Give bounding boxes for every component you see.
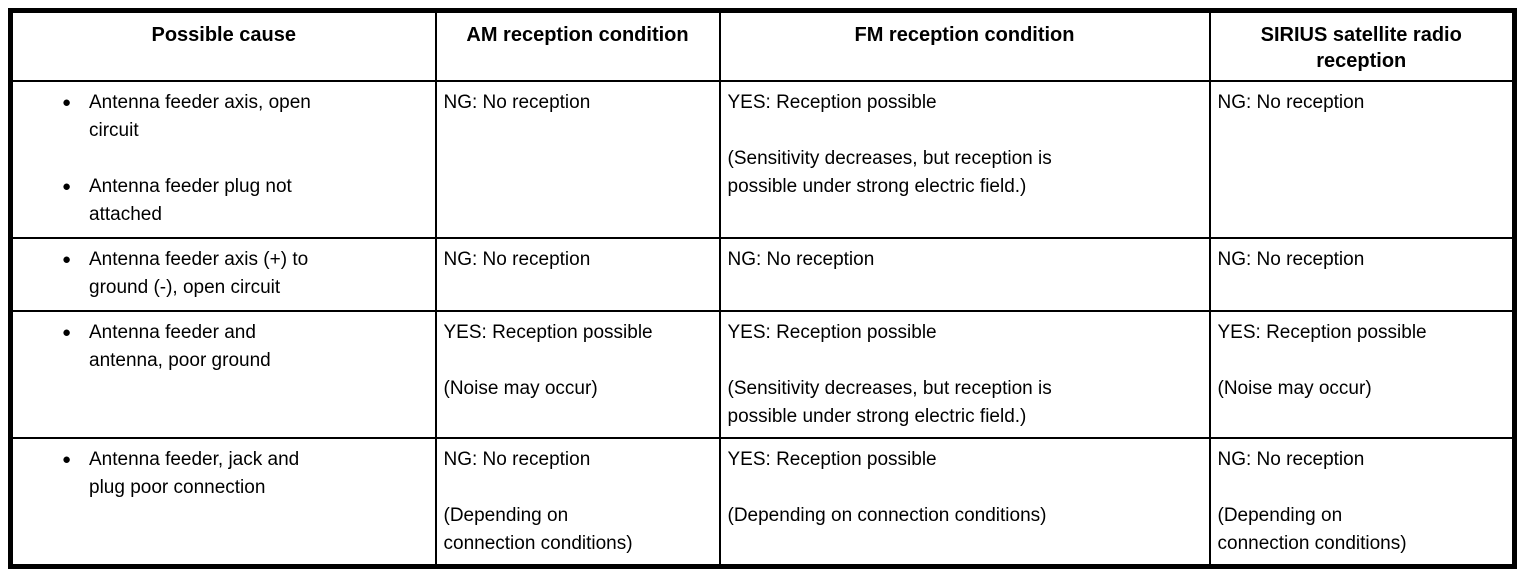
header-am-reception: AM reception condition <box>434 9 721 82</box>
condition-note: (Noise may occur) <box>1217 377 1372 399</box>
condition-note: (Depending on connection conditions) <box>443 504 633 554</box>
condition-text: NG: No reception <box>1217 248 1365 270</box>
radio-reception-troubleshooting-table: Possible cause AM reception condition FM… <box>8 8 1517 569</box>
condition-text: NG: No reception <box>443 91 591 113</box>
condition-text: YES: Reception possible <box>443 321 653 343</box>
cell-cause: ● Antenna feeder axis, open circuit ● An… <box>9 79 437 239</box>
bullet-icon: ● <box>62 323 72 341</box>
cell-am-condition: YES: Reception possible (Noise may occur… <box>434 309 721 439</box>
condition-text: NG: No reception <box>443 248 591 270</box>
condition-text: YES: Reception possible <box>727 321 937 343</box>
bullet-icon: ● <box>62 93 72 111</box>
bullet-icon: ● <box>62 177 72 195</box>
condition-note: (Depending on connection conditions) <box>727 504 1047 526</box>
header-row: Possible cause AM reception condition FM… <box>9 9 1516 82</box>
cause-item: ● Antenna feeder, jack and plug poor con… <box>20 446 429 502</box>
bullet-icon: ● <box>62 250 72 268</box>
condition-note: (Sensitivity decreases, but reception is… <box>727 377 1052 427</box>
cell-cause: ● Antenna feeder, jack and plug poor con… <box>9 436 437 567</box>
bullet-icon: ● <box>62 450 72 468</box>
header-fm-reception: FM reception condition <box>718 9 1211 82</box>
table-row: ● Antenna feeder and antenna, poor groun… <box>9 309 1516 439</box>
cell-fm-condition: YES: Reception possible (Sensitivity dec… <box>718 79 1211 239</box>
cause-text: Antenna feeder axis, open circuit <box>89 91 311 141</box>
cell-sirius-condition: NG: No reception <box>1208 79 1516 239</box>
cause-item: ● Antenna feeder axis, open circuit <box>20 89 429 145</box>
header-sirius-reception: SIRIUS satellite radio reception <box>1208 9 1516 82</box>
condition-text: NG: No reception <box>727 248 875 270</box>
table-row: ● Antenna feeder, jack and plug poor con… <box>9 436 1516 567</box>
cell-am-condition: NG: No reception <box>434 236 721 312</box>
condition-note: (Noise may occur) <box>443 377 598 399</box>
cell-fm-condition: YES: Reception possible (Sensitivity dec… <box>718 309 1211 439</box>
cell-cause: ● Antenna feeder and antenna, poor groun… <box>9 309 437 439</box>
cause-text: Antenna feeder plug not attached <box>89 175 292 225</box>
cause-item: ● Antenna feeder axis (+) to ground (-),… <box>20 246 429 302</box>
cell-am-condition: NG: No reception (Depending on connectio… <box>434 436 721 567</box>
cell-sirius-condition: YES: Reception possible (Noise may occur… <box>1208 309 1516 439</box>
cell-sirius-condition: NG: No reception <box>1208 236 1516 312</box>
condition-text: NG: No reception <box>443 448 591 470</box>
cell-sirius-condition: NG: No reception (Depending on connectio… <box>1208 436 1516 567</box>
condition-note: (Sensitivity decreases, but reception is… <box>727 147 1052 197</box>
cause-text: Antenna feeder axis (+) to ground (-), o… <box>89 248 309 298</box>
cell-cause: ● Antenna feeder axis (+) to ground (-),… <box>9 236 437 312</box>
condition-text: YES: Reception possible <box>1217 321 1427 343</box>
cause-text: Antenna feeder, jack and plug poor conne… <box>89 448 300 498</box>
condition-text: NG: No reception <box>1217 91 1365 113</box>
cause-item: ● Antenna feeder and antenna, poor groun… <box>20 319 429 375</box>
table-row: ● Antenna feeder axis, open circuit ● An… <box>9 79 1516 239</box>
header-possible-cause: Possible cause <box>9 9 437 82</box>
condition-text: NG: No reception <box>1217 448 1365 470</box>
condition-note: (Depending on connection conditions) <box>1217 504 1407 554</box>
cause-text: Antenna feeder and antenna, poor ground <box>89 321 271 371</box>
table-row: ● Antenna feeder axis (+) to ground (-),… <box>9 236 1516 312</box>
cell-fm-condition: NG: No reception <box>718 236 1211 312</box>
cause-item: ● Antenna feeder plug not attached <box>20 173 429 229</box>
manual-page: Possible cause AM reception condition FM… <box>8 8 1517 569</box>
cell-fm-condition: YES: Reception possible (Depending on co… <box>718 436 1211 567</box>
cell-am-condition: NG: No reception <box>434 79 721 239</box>
condition-text: YES: Reception possible <box>727 448 937 470</box>
condition-text: YES: Reception possible <box>727 91 937 113</box>
